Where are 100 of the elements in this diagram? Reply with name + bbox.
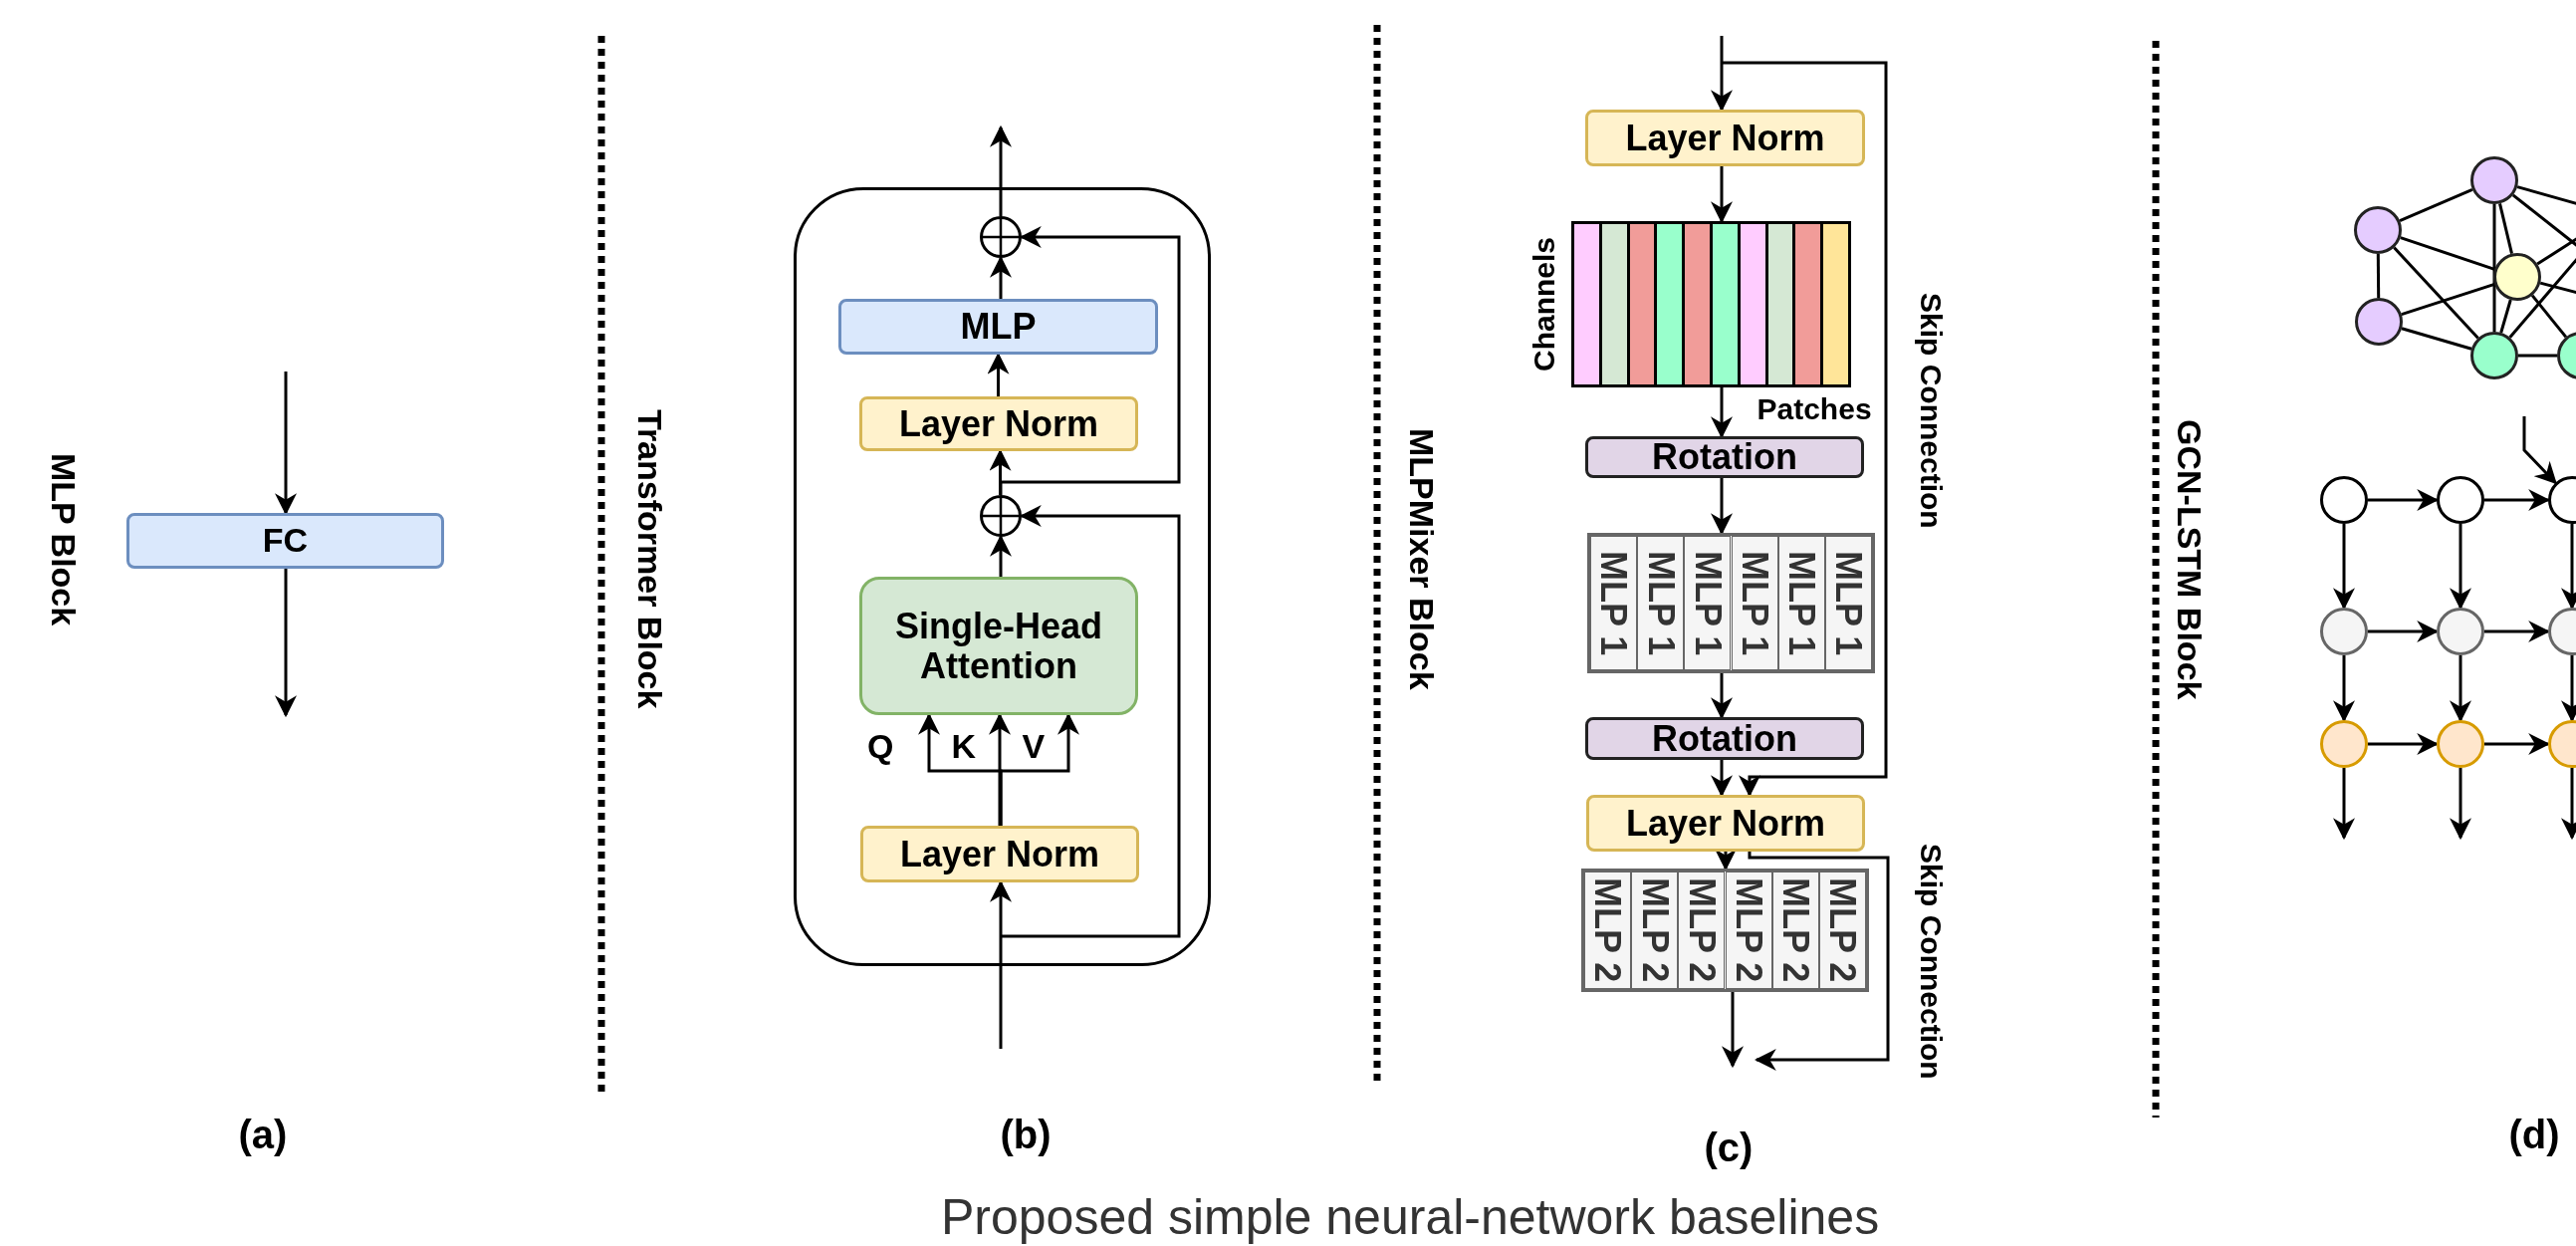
arrow [2484,733,2551,755]
layer-box: Rotation [1585,436,1864,478]
arrow [999,712,1079,826]
layer-box: Layer Norm [1585,110,1865,166]
panel-title: GCN-LSTM Block [2170,418,2208,699]
mlp-stack [1587,533,1875,673]
arrow [990,255,1012,299]
arrow [1711,673,1733,720]
cell-circle [2320,720,2368,768]
arrow [989,448,1012,495]
mlp-column: MLP 2 [1631,872,1679,989]
arrow [999,226,1181,495]
mlp-column: MLP 2 [1678,872,1726,989]
axis-label: Patches [1756,391,1872,425]
cell-circle [2437,608,2484,655]
connector-line [2400,236,2495,271]
arrow [1711,387,1733,439]
arrow [2561,524,2576,611]
graph-node [2470,332,2518,379]
graph-node [2354,206,2402,254]
connector-line [2499,299,2512,334]
arrow [2522,416,2557,485]
arrow [2450,768,2471,841]
cell-circle [2437,720,2484,768]
sum-circle [980,495,1022,537]
mlp-column: MLP 2 [1771,872,1819,989]
mlp-column: MLP 1 [1590,536,1638,670]
layer-box: Rotation [1585,717,1864,760]
panel-label: (d) [2508,1113,2560,1156]
feature-map [1571,221,1851,387]
arrow [2561,655,2576,723]
arrow [987,352,1010,396]
graph-node [2470,156,2518,204]
arrow [2333,524,2355,611]
cell-circle [2320,608,2368,655]
panel-label: (b) [1000,1113,1052,1156]
arrow [2484,489,2551,511]
connector-line [2376,254,2381,298]
arrow [2368,621,2440,642]
arrow [275,372,297,516]
cell-circle [2320,476,2368,524]
mlp-column: MLP 2 [1584,872,1632,989]
graph-node [2493,253,2541,301]
arrow [990,534,1012,577]
mlp-column: MLP 1 [1777,536,1825,670]
arrow [1748,852,1890,1071]
connector-line [2498,203,2513,254]
mlp-column: MLP 1 [1731,536,1778,670]
caption: Proposed simple neural-network baselines [941,1189,1880,1245]
connector-line [2492,204,2496,332]
layer-box: MLP [838,299,1158,355]
layer-box: Layer Norm [860,826,1139,882]
arrow [989,712,1011,826]
arrow [990,125,1012,216]
connection-label: Skip Connection [1914,292,1948,529]
panel-title: Transformer Block [630,409,668,709]
connector-line [2393,246,2479,340]
layer-box: Layer Norm [1586,795,1865,852]
connector-line [2518,354,2557,358]
arrow [2561,768,2576,841]
layer-box: Layer Norm [859,396,1138,451]
panel-label: (a) [238,1113,288,1156]
arrow [1001,505,1181,938]
edge-label: Q [867,727,894,765]
arrow [1715,849,1737,872]
edge-label: K [951,727,977,765]
arrow [2368,489,2440,511]
axis-label: Channels [1526,236,1560,372]
panel-title: MLP Block [44,452,82,625]
graph-node [2355,298,2403,346]
mlp-column: MLP 2 [1818,872,1866,989]
arrow [2450,655,2471,723]
arrow [1711,166,1733,224]
arrow [2450,524,2471,611]
arrow [2368,733,2440,755]
connector-line [2401,327,2472,351]
arrow [990,879,1012,1049]
edge-label: V [1022,727,1046,765]
sum-circle [980,216,1022,258]
arrow [1711,760,1733,798]
arrow [1722,61,1888,798]
panel-label: (c) [1704,1125,1754,1169]
block-frame [794,187,1211,966]
cell-circle [2437,476,2484,524]
arrow [2333,655,2355,723]
layer-box: FC [126,513,444,569]
connection-label: Skip Connection [1914,843,1948,1080]
panel-title: MLPMixer Block [1402,427,1440,690]
arrow [2484,621,2551,642]
mlp-column: MLP 1 [1684,536,1732,670]
arrow [1711,478,1733,536]
mlp-column: MLP 1 [1824,536,1872,670]
connector-line [2530,294,2568,339]
arrow [2333,768,2355,841]
connector-line [2401,282,2495,317]
arrow [1722,989,1744,1069]
attention-box: Single-Head Attention [859,577,1138,715]
arrow [275,569,297,718]
mlp-column: MLP 2 [1725,872,1772,989]
mlp-stack [1581,869,1869,992]
